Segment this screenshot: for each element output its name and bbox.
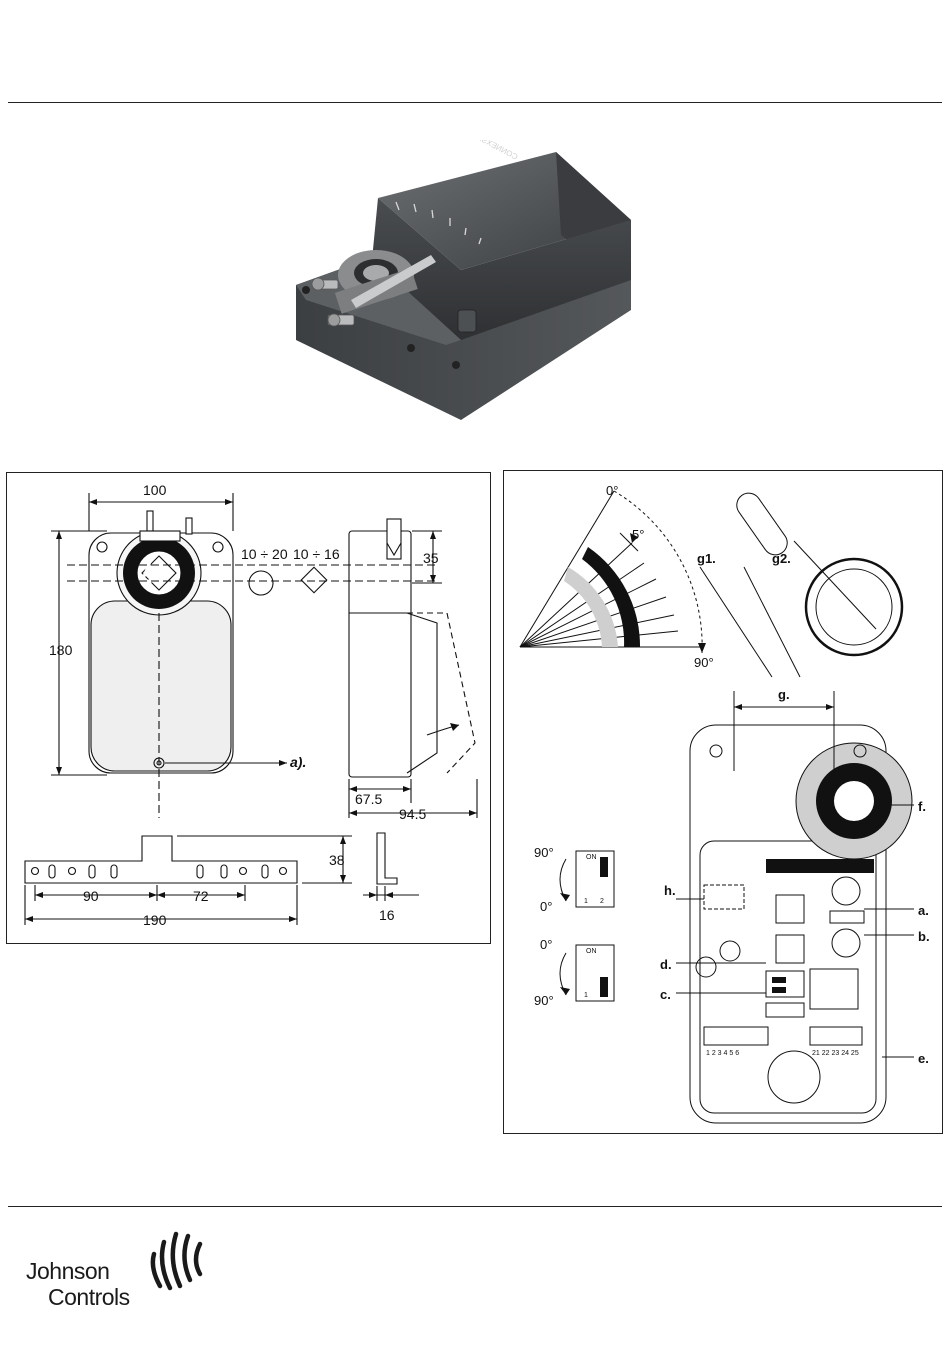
dim-16: 16 — [379, 907, 395, 923]
company-logo: Johnson Controls — [26, 1228, 226, 1318]
bottom-rule — [8, 1206, 942, 1207]
dip-1-b: 1 — [584, 992, 588, 999]
dip-1-a: 1 — [584, 898, 588, 905]
dim-72: 72 — [193, 888, 209, 904]
angle-0: 0° — [606, 483, 618, 498]
dir1-bottom: 0° — [540, 899, 552, 914]
product-label: CONNEXSION — [467, 140, 519, 162]
dimension-drawing: 100 180 10 ÷ 20 10 ÷ 16 35 67.5 94.5 90 … — [7, 473, 490, 943]
dir2-bottom: 90° — [534, 993, 554, 1008]
actuator-photo: CONNEXSION — [286, 140, 636, 425]
label-d: d. — [660, 957, 672, 972]
angle-5: 5° — [632, 527, 644, 542]
dim-round-shaft: 10 ÷ 20 — [241, 546, 288, 562]
top-rule — [8, 102, 942, 103]
label-h: h. — [664, 883, 676, 898]
dim-190: 190 — [143, 912, 167, 928]
settings-drawing: 0° 90° 5° g1. g2. g. f. h. a. b. d. c. e… — [504, 471, 942, 1133]
dim-35: 35 — [423, 550, 439, 566]
logo-line-2: Controls — [48, 1284, 130, 1311]
dim-square-shaft: 10 ÷ 16 — [293, 546, 340, 562]
logo-mark-icon — [146, 1228, 210, 1292]
dip-on-2: ON — [586, 948, 597, 955]
dip-2-a: 2 — [600, 898, 604, 905]
settings-panel: 0° 90° 5° g1. g2. g. f. h. a. b. d. c. e… — [503, 470, 943, 1134]
dim-67-5: 67.5 — [355, 791, 382, 807]
label-g1: g1. — [697, 551, 716, 566]
terminal-labels-left: 1 2 3 4 5 6 — [706, 1050, 739, 1057]
logo-line-1: Johnson — [26, 1258, 109, 1285]
dip-on-1: ON — [586, 854, 597, 861]
label-a: a. — [918, 903, 929, 918]
label-e: e. — [918, 1051, 929, 1066]
dir1-top: 90° — [534, 845, 554, 860]
dimensions-panel: 100 180 10 ÷ 20 10 ÷ 16 35 67.5 94.5 90 … — [6, 472, 491, 944]
dim-90: 90 — [83, 888, 99, 904]
dim-width: 100 — [143, 482, 167, 498]
dim-height: 180 — [49, 642, 73, 658]
label-f: f. — [918, 799, 926, 814]
terminal-labels-right: 21 22 23 24 25 — [812, 1050, 859, 1057]
label-b: b. — [918, 929, 930, 944]
label-g: g. — [778, 687, 790, 702]
label-c: c. — [660, 987, 671, 1002]
callout-a: a). — [290, 754, 306, 770]
dim-94-5: 94.5 — [399, 806, 426, 822]
angle-90: 90° — [694, 655, 714, 670]
dip-2-b: 2 — [600, 992, 604, 999]
dim-38: 38 — [329, 852, 345, 868]
dir2-top: 0° — [540, 937, 552, 952]
